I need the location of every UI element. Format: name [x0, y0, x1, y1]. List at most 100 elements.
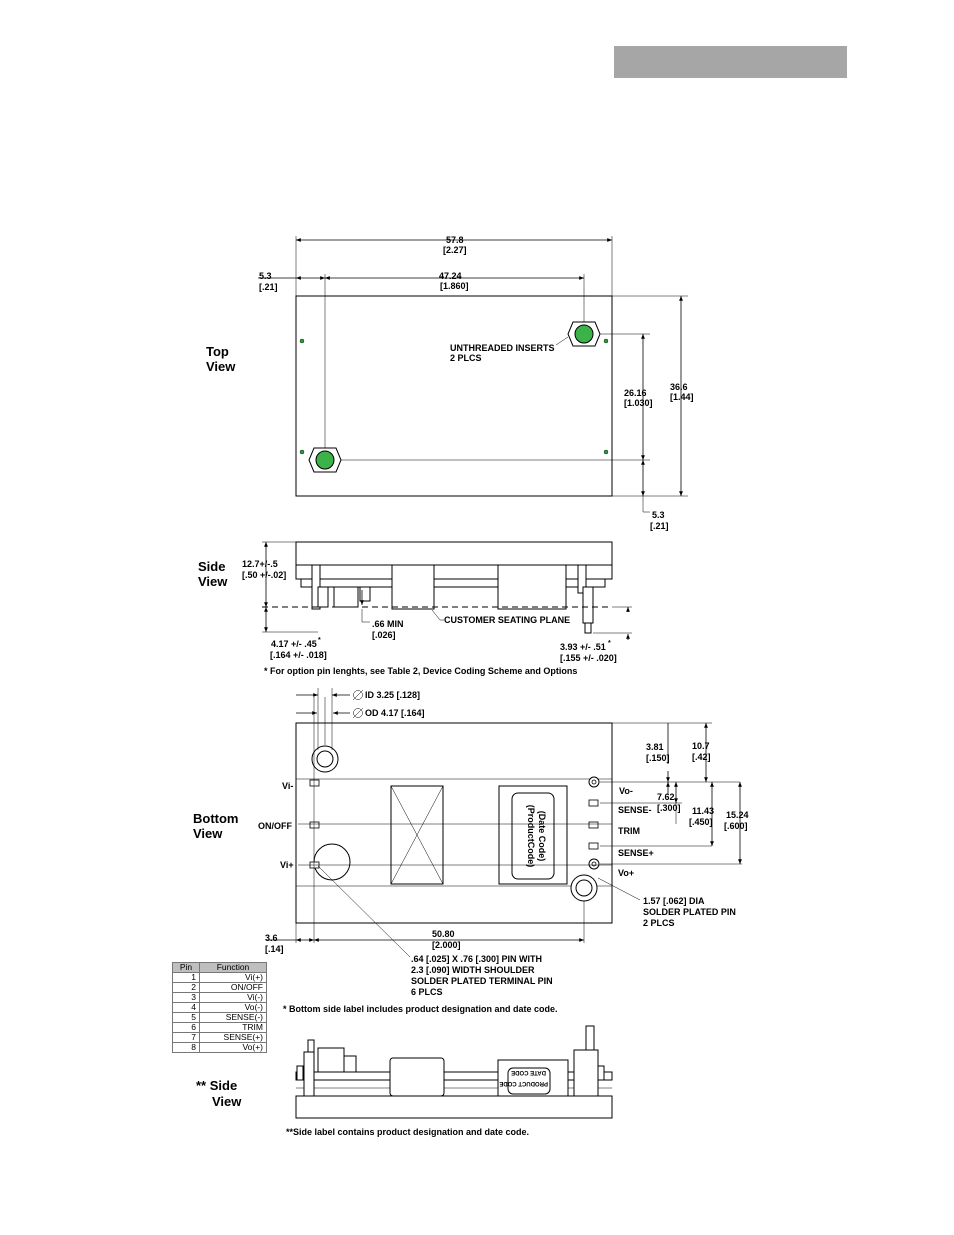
pin-number: 3	[172, 992, 200, 1003]
pin-label-trim: TRIM	[618, 826, 640, 836]
dim-min-in: [.026]	[372, 630, 396, 640]
pin-table-header-pin: Pin	[172, 962, 200, 973]
pin-function: ON/OFF	[199, 982, 267, 993]
pin-function: Vo(+)	[199, 1042, 267, 1053]
dim-side-height-in: [.50 +/-.02]	[242, 570, 286, 580]
inserts-label-2: 2 PLCS	[450, 353, 482, 363]
side2-baseplate	[295, 1095, 613, 1119]
dim-107-in: [.42]	[692, 752, 711, 762]
pin-function: SENSE(+)	[199, 1032, 267, 1043]
pin-number: 8	[172, 1042, 200, 1053]
header-gray-bar	[614, 46, 847, 78]
od-dim: OD 4.17 [.164]	[365, 708, 425, 718]
dim-hole-span-mm: 47.24	[439, 271, 462, 281]
bottom-view-title-2: View	[193, 826, 223, 841]
side2-label-product: PRODUCT CODE	[499, 1080, 548, 1086]
top-view-title-2: View	[206, 359, 236, 374]
dim-381-mm: 3.81	[646, 742, 664, 752]
pin-function: TRIM	[199, 1022, 267, 1033]
pin-label-vi-plus: Vi+	[280, 860, 294, 870]
dim-pin2-star: *	[608, 640, 611, 647]
pin-number: 4	[172, 1002, 200, 1013]
dim-1524-in: [.600]	[724, 821, 748, 831]
bottom-label	[511, 792, 555, 880]
dim-hole-v-mm: 26.16	[624, 388, 647, 398]
dim-762-mm: 7.62	[657, 792, 675, 802]
pin-function: SENSE(-)	[199, 1012, 267, 1023]
term-pin-3: SOLDER PLATED TERMINAL PIN	[411, 976, 553, 986]
inserts-label-1: UNTHREADED INSERTS	[450, 343, 555, 353]
dim-762-in: [.300]	[657, 803, 681, 813]
bottom-view: Bottom View (ProductCode) (Date Code)	[193, 688, 749, 1014]
side-view-2: ** Side View DATE CODE PRODUCT CODE **Si…	[196, 1025, 613, 1137]
pin-dia-3: 2 PLCS	[643, 918, 675, 928]
bottom-label-date: (Date Code)	[537, 811, 547, 862]
id-dim: ID 3.25 [.128]	[365, 690, 420, 700]
side-view-2-note: **Side label contains product designatio…	[286, 1127, 529, 1137]
dim-508-mm: 50.80	[432, 929, 455, 939]
side2-pcb	[295, 1071, 613, 1081]
pin-table-header-function: Function	[199, 962, 267, 973]
side-view-2-title: ** Side	[196, 1078, 237, 1093]
dim-side-height-mm: 12.7+/-.5	[242, 559, 278, 569]
dim-pin-mm: 4.17 +/- .45	[271, 639, 317, 649]
dim-pin2-in: [.155 +/- .020]	[560, 653, 617, 663]
side-view-2-title-2: View	[212, 1094, 242, 1109]
pin-number: 7	[172, 1032, 200, 1043]
pin-function: Vo(-)	[199, 1002, 267, 1013]
dim-height-mm: 36.6	[670, 382, 688, 392]
dim-508-in: [2.000]	[432, 940, 461, 950]
dim-pin-star: *	[318, 637, 321, 644]
pin-label-sense-plus: SENSE+	[618, 848, 654, 858]
dim-hole-span-in: [1.860]	[440, 281, 469, 291]
dim-pin2-mm: 3.93 +/- .51	[560, 642, 606, 652]
dim-hole-v-in: [1.030]	[624, 398, 653, 408]
pin-number: 1	[172, 972, 200, 983]
dim-width-in: [2.27]	[443, 245, 467, 255]
insert-bottom-left	[308, 447, 342, 473]
dim-36-mm: 3.6	[265, 933, 278, 943]
side-view-title-2: View	[198, 574, 228, 589]
pin-label-vi-minus: Vi-	[282, 781, 293, 791]
side-baseplate	[295, 541, 613, 566]
top-view-title: Top	[206, 344, 229, 359]
seating-plane-label: CUSTOMER SEATING PLANE	[444, 615, 570, 625]
pin-number: 5	[172, 1012, 200, 1023]
dim-381-in: [.150]	[646, 753, 670, 763]
term-pin-1: .64 [.025] X .76 [.300] PIN WITH	[411, 954, 542, 964]
dim-bottom-in: [.21]	[650, 521, 669, 531]
pin-label-vo-plus: Vo+	[618, 868, 634, 878]
term-pin-2: 2.3 [.090] WIDTH SHOULDER	[411, 965, 535, 975]
pin-label-sense-minus: SENSE-	[618, 805, 652, 815]
dim-107-mm: 10.7	[692, 741, 710, 751]
top-board-outline	[295, 295, 613, 497]
side-view: Side View 12.7+/-.5 [.50 +/-.02] .66 MIN…	[198, 541, 632, 676]
side-view-note: * For option pin lenghts, see Table 2, D…	[264, 666, 577, 676]
dim-1143-mm: 11.43	[692, 806, 714, 816]
pin-label-onoff: ON/OFF	[258, 821, 292, 831]
bottom-label-product: (ProductCode)	[526, 805, 536, 868]
dim-36-in: [.14]	[265, 944, 284, 954]
pin-label-vo-minus: Vo-	[619, 786, 633, 796]
term-pin-4: 6 PLCS	[411, 987, 443, 997]
dim-pin-in: [.164 +/- .018]	[270, 650, 327, 660]
bottom-view-title: Bottom	[193, 811, 239, 826]
dim-left-mm: 5.3	[259, 271, 272, 281]
side-pcb	[300, 578, 606, 588]
pin-function: Vi(+)	[199, 972, 267, 983]
side2-label-date: DATE CODE	[511, 1069, 546, 1075]
dim-left-in: [.21]	[259, 282, 278, 292]
dim-min-mm: .66 MIN	[372, 619, 404, 629]
top-view: Top View 57.8 [2.27] 47.24 [1.860] 5.3 […	[206, 235, 694, 531]
pin-function: Vi(-)	[199, 992, 267, 1003]
